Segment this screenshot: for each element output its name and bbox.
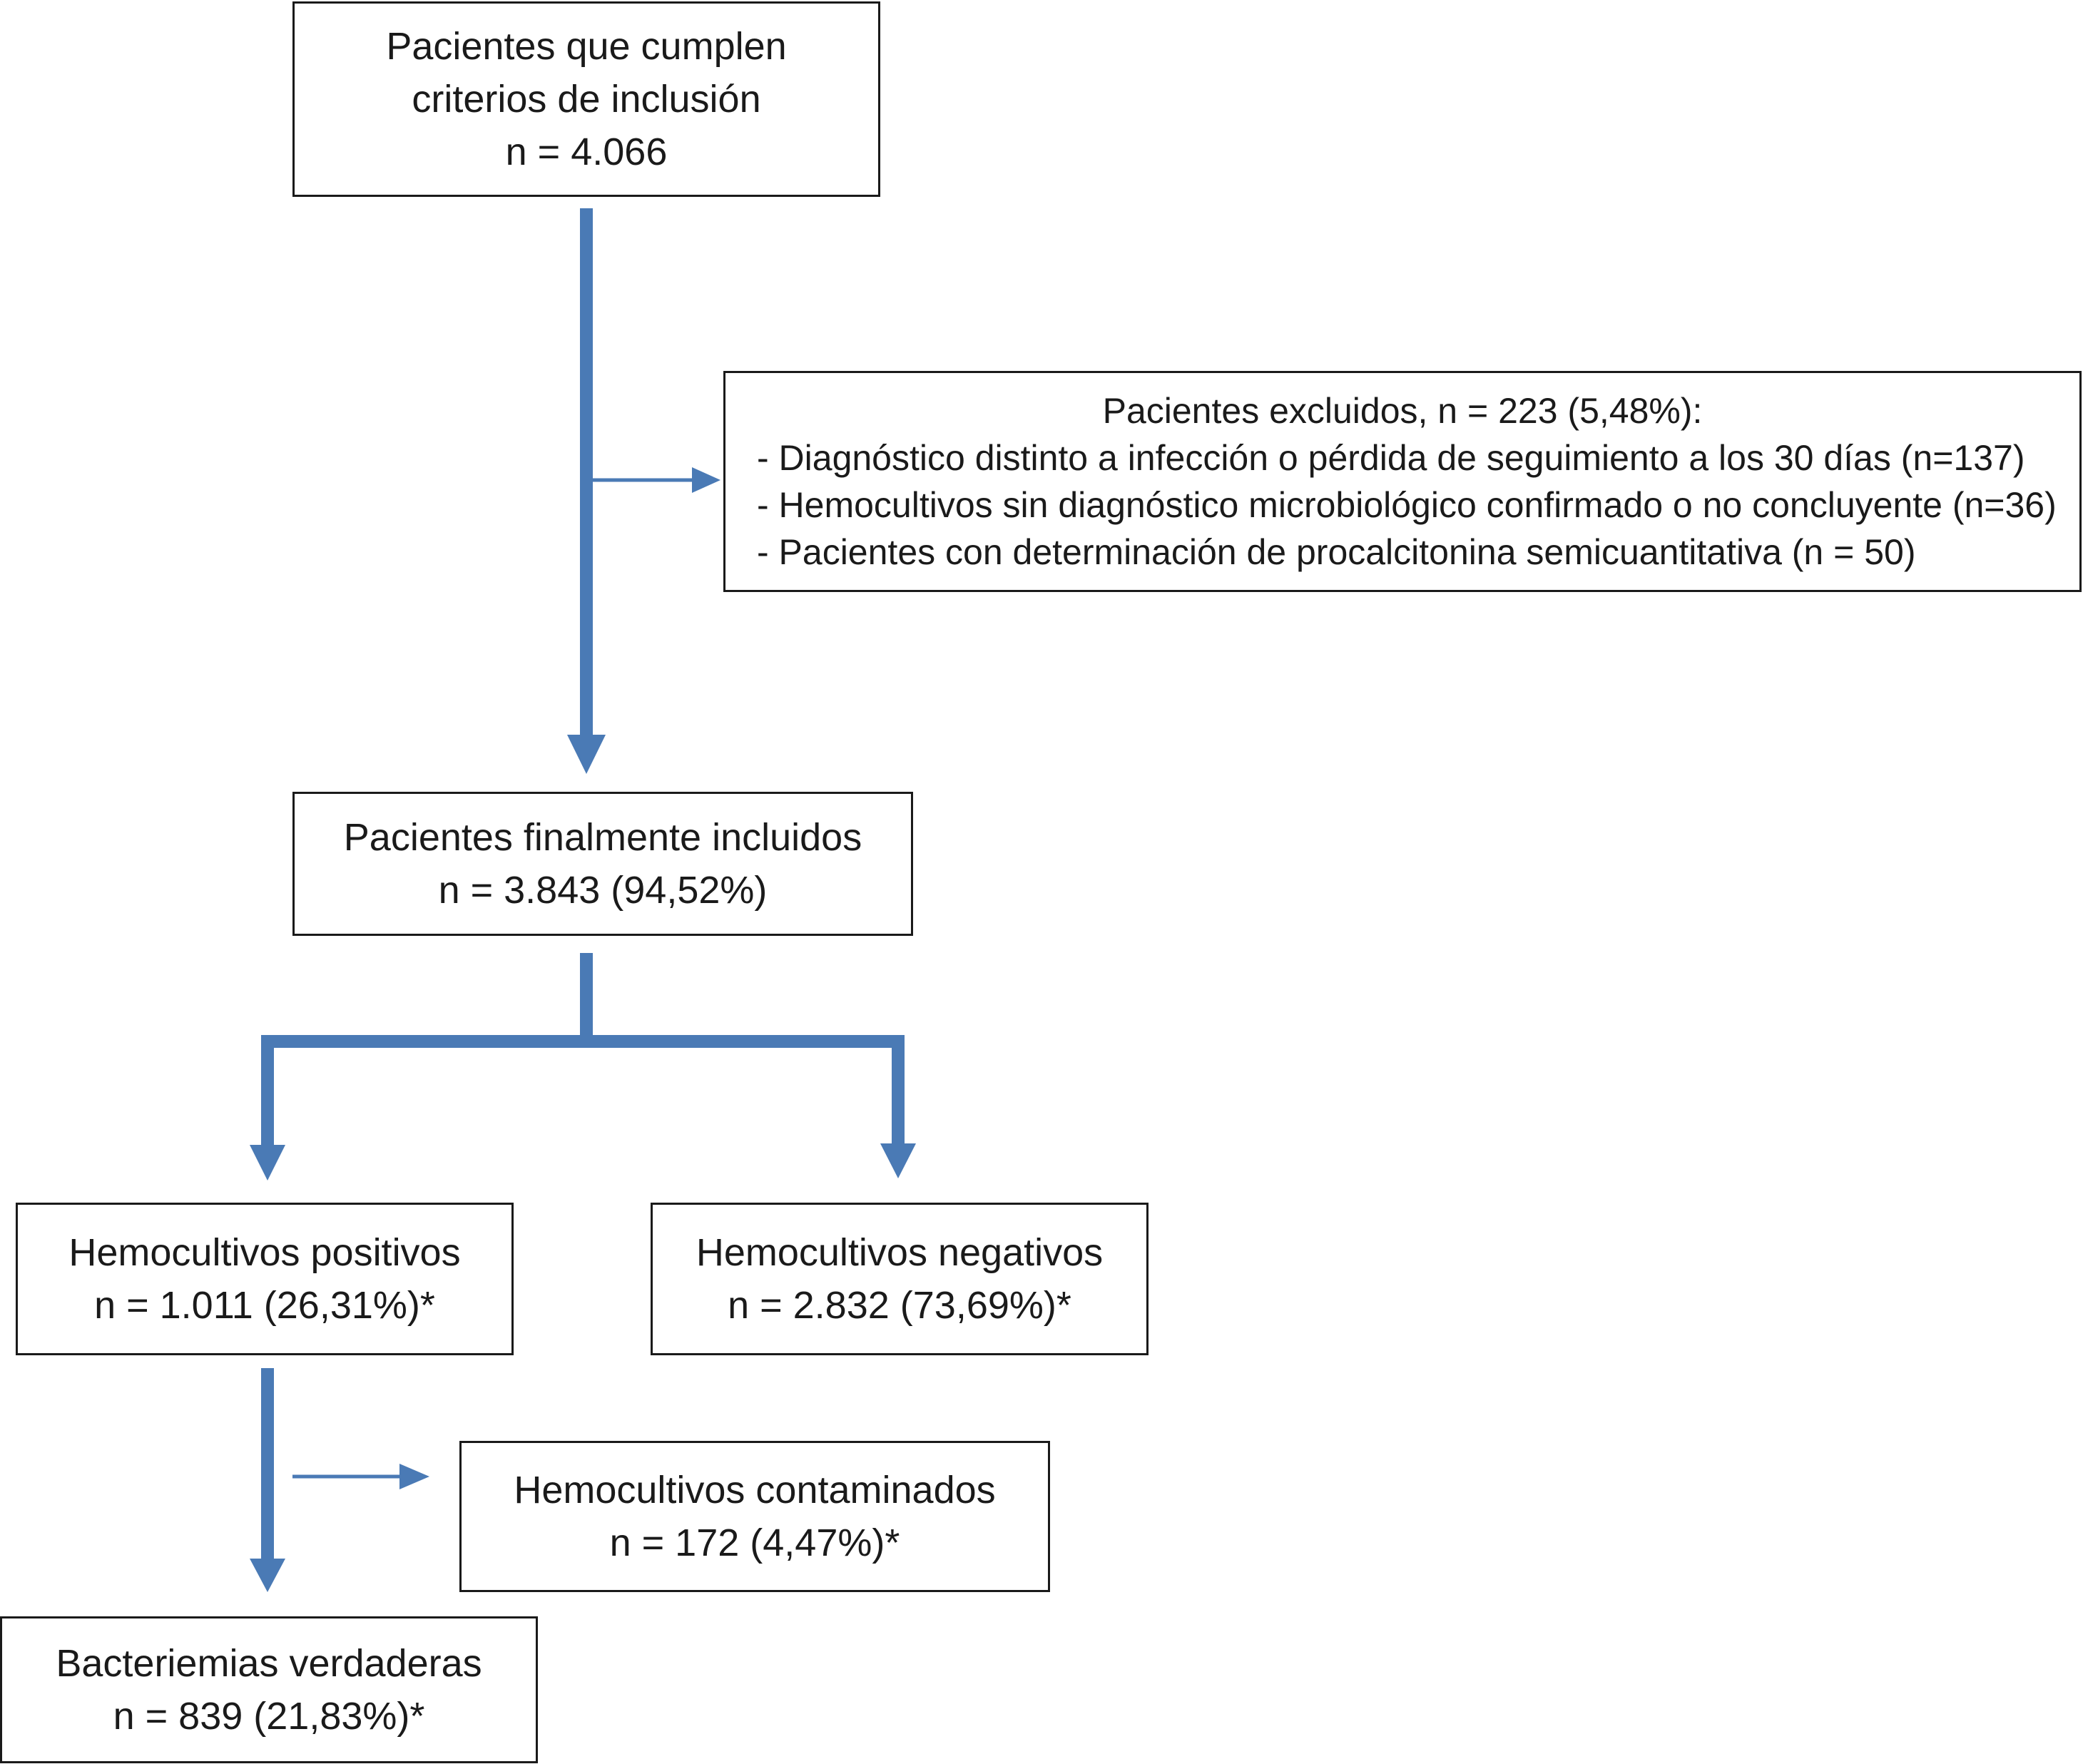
excluded-item-3: - Pacientes con determinación de procalc… (757, 532, 1916, 572)
excluded-item-2: - Hemocultivos sin diagnóstico microbiol… (757, 485, 2057, 525)
positive-line-1: Hemocultivos positivos (68, 1231, 461, 1274)
contaminated-line-1: Hemocultivos contaminados (514, 1469, 996, 1511)
excluded-header: Pacientes excluidos, n = 223 (5,48%): (1102, 391, 1703, 431)
included-line-1: Pacientes finalmente incluidos (343, 816, 862, 859)
bacteremia-line-1: Bacteriemias verdaderas (56, 1642, 482, 1685)
arrowhead-contaminated (399, 1464, 429, 1489)
box-excluded-patients: Pacientes excluidos, n = 223 (5,48%): - … (723, 371, 2082, 592)
arrowhead-positive (250, 1145, 285, 1181)
negative-line-2: n = 2.832 (73,69%)* (728, 1284, 1071, 1327)
negative-line-1: Hemocultivos negativos (696, 1231, 1104, 1274)
bacteremia-line-2: n = 839 (21,83%)* (113, 1695, 425, 1738)
positive-line-2: n = 1.011 (26,31%)* (94, 1284, 435, 1327)
criteria-line-2: criterios de inclusión (412, 78, 761, 121)
box-finally-included: Pacientes finalmente incluidos n = 3.843… (292, 792, 913, 936)
arrowhead-negative (880, 1143, 916, 1178)
box-positive-cultures: Hemocultivos positivos n = 1.011 (26,31%… (16, 1203, 514, 1355)
included-line-2: n = 3.843 (94,52%) (438, 869, 768, 912)
contaminated-line-2: n = 172 (4,47%)* (609, 1521, 900, 1564)
box-negative-cultures: Hemocultivos negativos n = 2.832 (73,69%… (651, 1203, 1149, 1355)
box-contaminated-cultures: Hemocultivos contaminados n = 172 (4,47%… (459, 1441, 1050, 1592)
arrowhead-bacteremia (250, 1559, 285, 1592)
box-true-bacteremia: Bacteriemias verdaderas n = 839 (21,83%)… (0, 1616, 538, 1763)
arrowhead-excluded (692, 467, 720, 493)
criteria-line-1: Pacientes que cumplen (386, 25, 787, 68)
arrowhead-included (567, 735, 606, 774)
excluded-item-1: - Diagnóstico distinto a infección o pér… (757, 438, 2025, 478)
criteria-line-3: n = 4.066 (505, 131, 668, 173)
box-inclusion-criteria: Pacientes que cumplen criterios de inclu… (292, 1, 880, 197)
